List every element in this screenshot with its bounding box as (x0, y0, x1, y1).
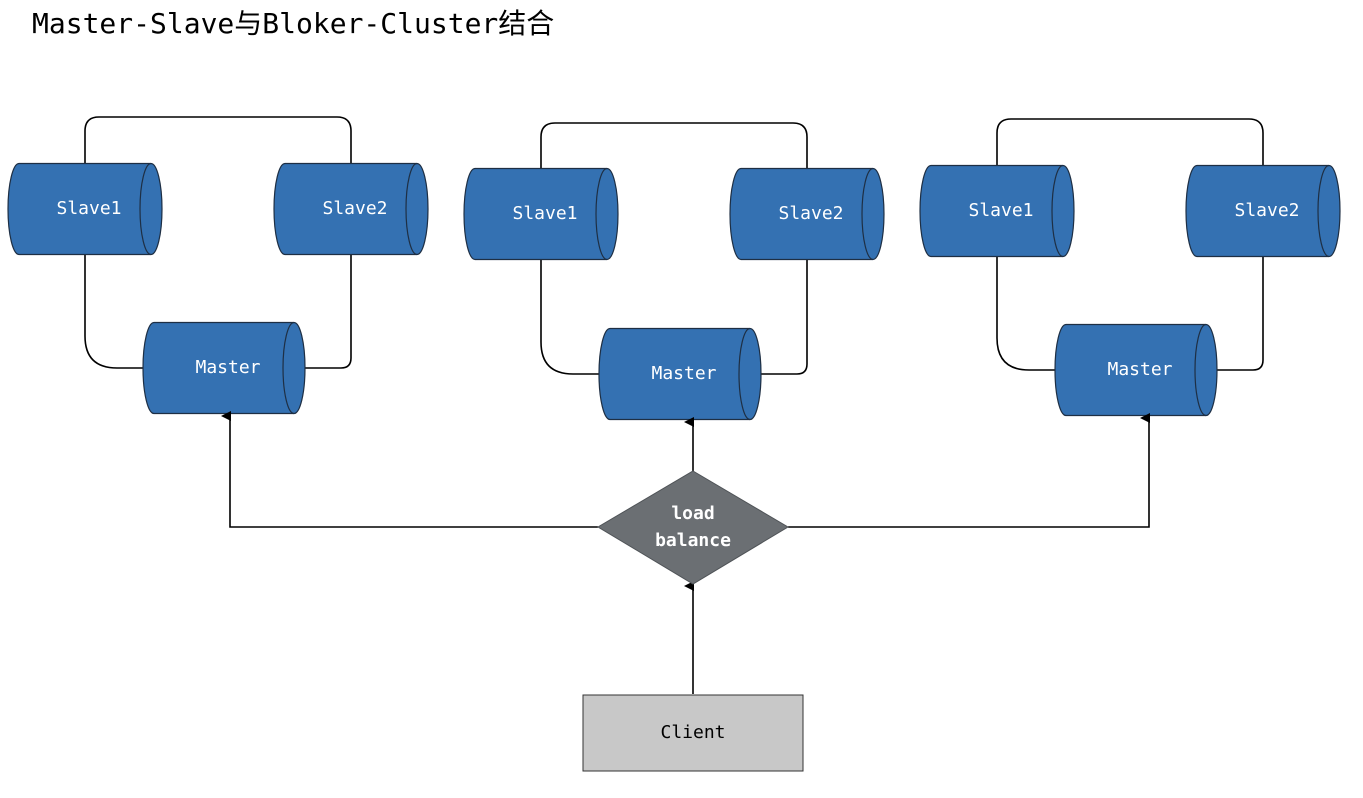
cluster-3-slave1[interactable]: Slave1 (919, 164, 1075, 258)
cluster-2-slave1-label: Slave1 (512, 203, 577, 224)
load-balancer[interactable]: load balance (597, 470, 789, 585)
cluster-2-slave1[interactable]: Slave1 (463, 167, 619, 261)
lb-to-master-3-link (788, 413, 1150, 528)
cluster-2-slave1-end-curve (595, 167, 608, 261)
cluster-1-master-label: Master (195, 357, 260, 378)
cluster-3-slave2[interactable]: Slave2 (1185, 164, 1341, 258)
cluster-1-master[interactable]: Master (142, 321, 306, 415)
cluster-2-master[interactable]: Master (598, 327, 762, 421)
cluster-2-slave-link (540, 122, 808, 214)
cluster-1-slave2[interactable]: Slave2 (273, 162, 429, 256)
cluster-3-master-end-curve (1194, 323, 1207, 417)
client-box (582, 694, 804, 772)
cluster-1-master-end-curve (282, 321, 295, 415)
load-balancer-diamond (597, 470, 789, 585)
cluster-2-slave2-master-link (685, 214, 808, 375)
cluster-3-slave2-label: Slave2 (1234, 200, 1299, 221)
cluster-3-slave2-end-curve (1317, 164, 1330, 258)
cluster-1-slave2-end-curve (405, 162, 418, 256)
cluster-2-slave2-end-curve (861, 167, 874, 261)
cluster-1-slave2-label: Slave2 (322, 198, 387, 219)
cluster-3-master-label: Master (1107, 359, 1172, 380)
cluster-2-slave2[interactable]: Slave2 (729, 167, 885, 261)
cluster-1-slave2-master-link (229, 209, 352, 369)
cluster-2-master-end-curve (738, 327, 751, 421)
cluster-1-slave1-end-curve (139, 162, 152, 256)
cluster-2-slave2-label: Slave2 (778, 203, 843, 224)
lb-to-master-1-link (221, 411, 598, 528)
cluster-3-slave-link (996, 118, 1264, 211)
cluster-1-slave1-label: Slave1 (56, 198, 121, 219)
cluster-1-slave1-master-link (84, 209, 229, 369)
cluster-2-master-label: Master (651, 363, 716, 384)
load-balancer-label-line1: load (671, 503, 714, 524)
diagram-title: Master-Slave与Bloker-Cluster结合 (32, 7, 555, 40)
cluster-3-slave1-label: Slave1 (968, 200, 1033, 221)
cluster-3-slave1-end-curve (1051, 164, 1064, 258)
cluster-3-master[interactable]: Master (1054, 323, 1218, 417)
cluster-2-slave1-master-link (540, 214, 685, 375)
client-node[interactable]: Client (582, 694, 804, 772)
cluster-3-slave1-master-link (996, 211, 1141, 371)
cluster-3-slave2-master-link (1141, 211, 1264, 371)
cluster-1-slave-link (84, 116, 352, 209)
client-label: Client (660, 722, 725, 743)
load-balancer-label-line2: balance (655, 530, 731, 551)
cluster-1-slave1[interactable]: Slave1 (7, 162, 163, 256)
